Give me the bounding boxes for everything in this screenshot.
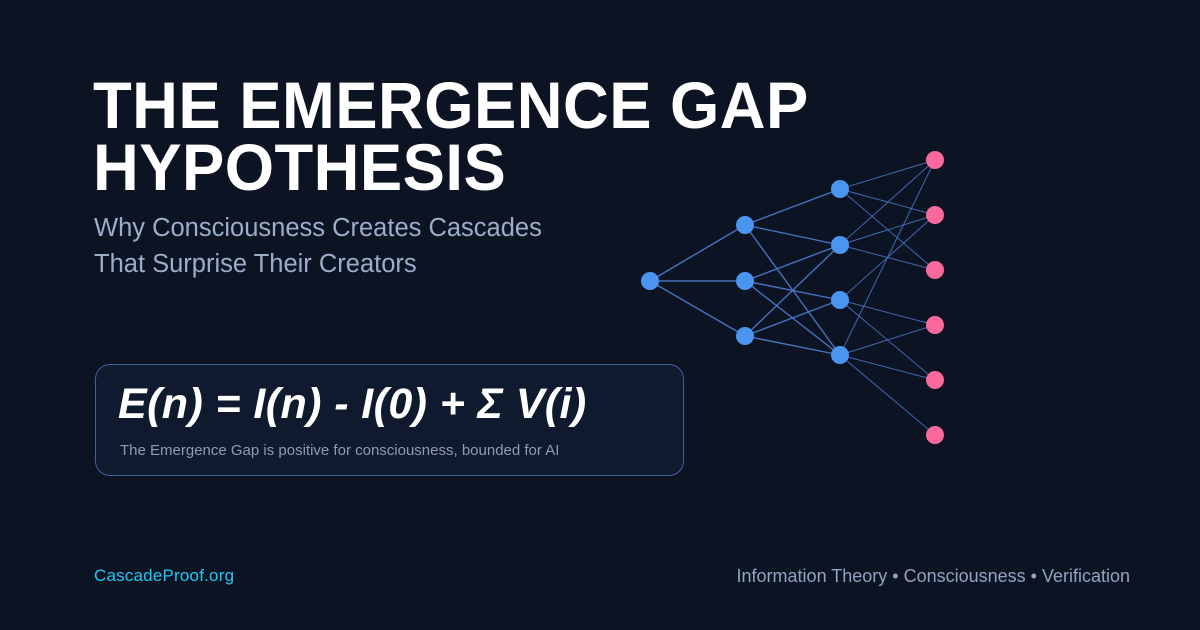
network-edge	[649, 224, 746, 282]
footer-topic-tags: Information Theory • Consciousness • Ver…	[736, 566, 1130, 586]
network-node-hidden2-3	[831, 346, 849, 364]
network-node-hidden1-2	[736, 327, 754, 345]
network-edge	[839, 299, 936, 326]
network-node-output-2	[926, 261, 944, 279]
network-edge	[649, 280, 746, 337]
network-node-hidden2-1	[831, 236, 849, 254]
network-edge	[839, 159, 936, 190]
network-node-hidden2-2	[831, 291, 849, 309]
network-node-output-0	[926, 151, 944, 169]
network-node-output-3	[926, 316, 944, 334]
network-node-output-5	[926, 426, 944, 444]
network-edge	[744, 299, 841, 337]
network-edge	[744, 244, 841, 282]
network-edge	[744, 244, 841, 337]
formula-caption: The Emergence Gap is positive for consci…	[120, 442, 560, 459]
network-node-hidden1-1	[736, 272, 754, 290]
network-node-output-4	[926, 371, 944, 389]
network-edge	[839, 159, 936, 246]
network-edge	[839, 354, 936, 381]
network-node-hidden1-0	[736, 216, 754, 234]
network-edge	[839, 214, 936, 246]
network-node-input-0	[641, 272, 659, 290]
network-edge	[839, 324, 936, 356]
network-edge	[839, 159, 936, 356]
network-node-hidden2-0	[831, 180, 849, 198]
footer-site-link[interactable]: CascadeProof.org	[94, 566, 235, 585]
network-edge	[744, 335, 841, 356]
formula-card: E(n) = I(n) - I(0) + Σ V(i) The Emergenc…	[95, 364, 684, 476]
network-svg	[641, 151, 944, 444]
formula-equation: E(n) = I(n) - I(0) + Σ V(i)	[118, 380, 587, 428]
page-title: THE EMERGENCE GAP HYPOTHESIS	[93, 68, 809, 204]
network-edge	[744, 224, 841, 246]
network-node-output-1	[926, 206, 944, 224]
neural-network-diagram	[620, 130, 980, 460]
page-subtitle: Why Consciousness Creates Cascades That …	[94, 214, 542, 278]
network-edge	[744, 188, 841, 226]
network-edge	[839, 354, 936, 436]
